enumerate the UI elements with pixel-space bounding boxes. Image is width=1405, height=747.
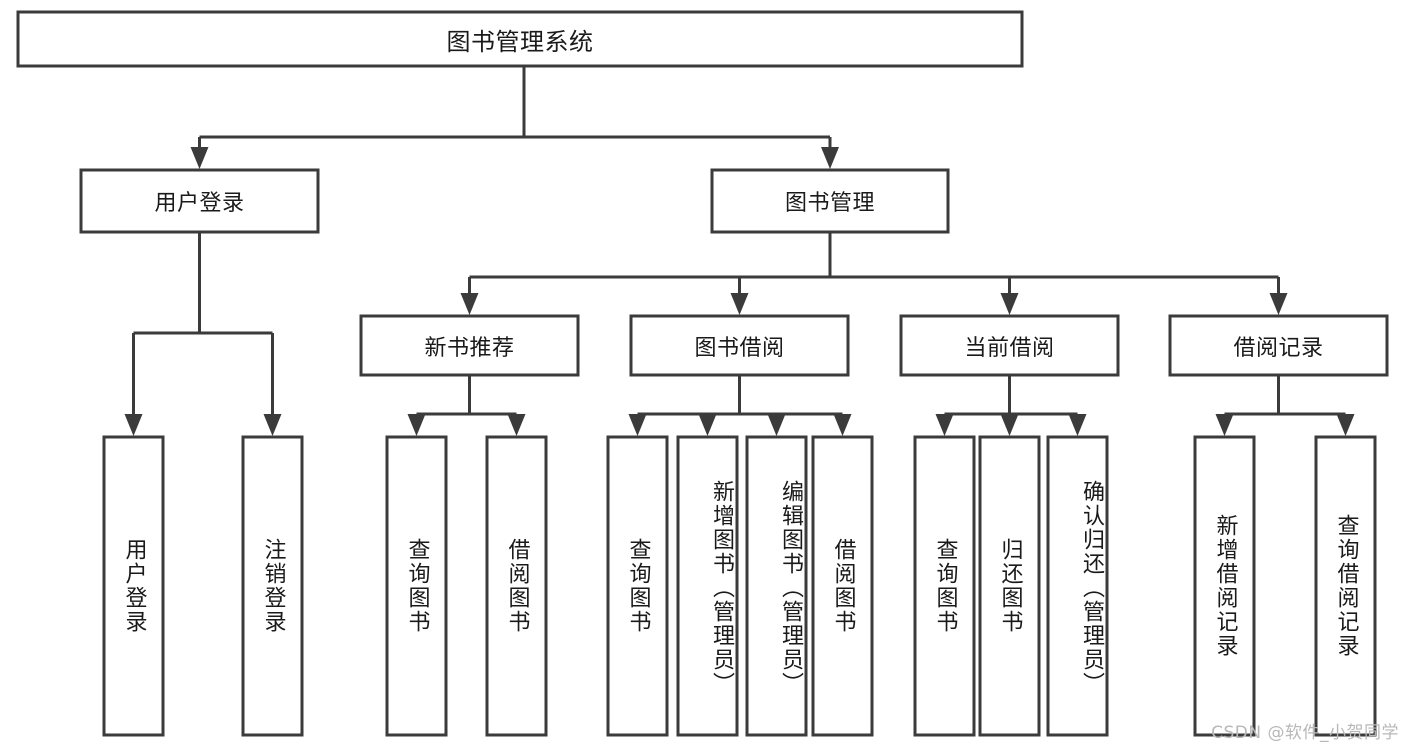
arrow-head-book-management <box>821 147 839 169</box>
node-box-leaf-query-book-borrow[interactable] <box>606 435 669 737</box>
arrow-head-leaf-user-logout <box>263 414 282 436</box>
arrow-head-leaf-edit-book <box>767 414 786 436</box>
node-box-leaf-add-borrow-record[interactable] <box>1193 435 1256 737</box>
arrow-head-leaf-borrow-book-recommend <box>507 414 526 436</box>
node-box-leaf-query-borrow-record[interactable] <box>1314 435 1377 737</box>
arrow-head-new-book-recommend <box>460 293 479 315</box>
arrow-head-borrow-record <box>1269 293 1288 315</box>
arrow-head-leaf-query-book-recommend <box>407 414 426 436</box>
node-box-leaf-query-book-current[interactable] <box>913 435 976 737</box>
node-box-leaf-confirm-return[interactable] <box>1046 435 1109 737</box>
arrow-head-leaf-query-book-current <box>935 414 954 436</box>
arrow-head-leaf-add-borrow-record <box>1215 414 1234 436</box>
arrow-head-leaf-user-login <box>124 414 143 436</box>
arrow-head-current-borrow <box>1000 293 1019 315</box>
arrow-head-leaf-add-book <box>698 414 717 436</box>
node-box-leaf-user-logout[interactable] <box>241 435 304 737</box>
arrow-head-leaf-query-book-borrow <box>628 414 647 436</box>
boxes-layer <box>16 10 1389 737</box>
node-box-leaf-user-login[interactable] <box>102 435 165 737</box>
node-box-leaf-return-book[interactable] <box>978 435 1041 737</box>
node-box-leaf-edit-book[interactable] <box>745 435 808 737</box>
arrow-head-leaf-return-book <box>1000 414 1019 436</box>
node-box-leaf-borrow-book-recommend[interactable] <box>485 435 548 737</box>
node-box-leaf-add-book[interactable] <box>676 435 739 737</box>
node-box-borrow-record[interactable] <box>1168 314 1389 377</box>
node-box-new-book-recommend[interactable] <box>359 314 580 377</box>
arrow-head-leaf-query-borrow-record <box>1336 414 1355 436</box>
node-box-leaf-borrow-book[interactable] <box>811 435 874 737</box>
arrow-head-leaf-borrow-book <box>833 414 852 436</box>
arrow-head-leaf-confirm-return <box>1068 414 1087 436</box>
node-box-leaf-query-book-recommend[interactable] <box>385 435 448 737</box>
node-box-user-login[interactable] <box>79 168 320 234</box>
connectors-layer <box>124 66 1355 436</box>
node-box-book-borrow[interactable] <box>629 314 850 377</box>
node-box-root[interactable] <box>16 10 1024 68</box>
node-box-current-borrow[interactable] <box>899 314 1120 377</box>
arrow-head-book-borrow <box>730 293 749 315</box>
arrow-head-user-login <box>190 147 209 169</box>
csdn-watermark: CSDN @软件_小贺同学 <box>1211 723 1399 743</box>
node-box-book-management[interactable] <box>710 168 950 234</box>
